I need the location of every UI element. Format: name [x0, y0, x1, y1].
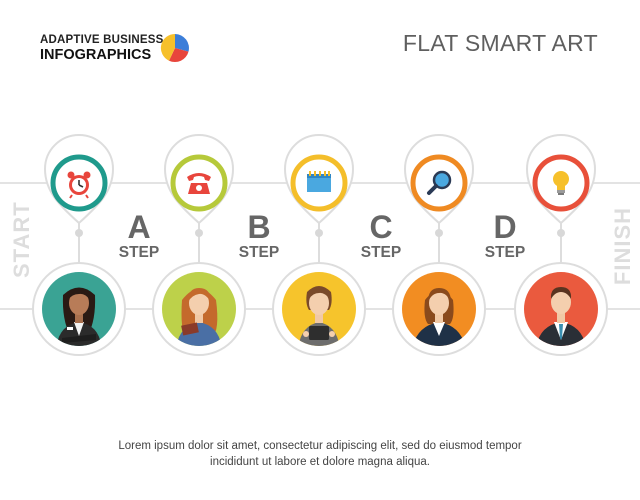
page-title: FLAT SMART ART — [402, 30, 598, 56]
finish-label: FINISH — [610, 206, 635, 286]
logo-line1: ADAPTIVE BUSINESS — [40, 34, 164, 46]
woman-with-tablet-icon — [298, 286, 340, 346]
person-circle-3 — [272, 262, 366, 356]
notepad-icon — [307, 171, 331, 192]
person-circle-2 — [152, 262, 246, 356]
start-label: START — [9, 201, 34, 278]
connectors — [78, 218, 562, 265]
step-letter: A — [127, 209, 151, 245]
step-d: D STEP — [470, 210, 540, 262]
milestone-pin-2 — [164, 134, 234, 224]
milestone-pin-3 — [284, 134, 354, 224]
milestone-pin-1 — [44, 134, 114, 224]
step-letter: B — [247, 209, 271, 245]
businesswoman-icon — [56, 287, 102, 346]
step-word: STEP — [484, 244, 526, 261]
businessman-icon — [536, 287, 586, 346]
caption-line1: Lorem ipsum dolor sit amet, consectetur … — [118, 440, 522, 452]
magnifier-icon — [427, 170, 452, 195]
milestone-pin-4 — [404, 134, 474, 224]
connector-dots — [75, 229, 565, 237]
step-word: STEP — [360, 244, 402, 261]
caption-line2: incididunt ut labore et dolore magna ali… — [210, 456, 430, 468]
step-letter: C — [369, 209, 393, 245]
step-c: C STEP — [346, 210, 416, 262]
person-circle-1 — [32, 262, 126, 356]
logo-line2: INFOGRAPHICS — [40, 47, 152, 63]
woman-with-notebook-icon — [176, 288, 222, 346]
alarm-clock-icon — [67, 171, 91, 199]
person-circle-4 — [392, 262, 486, 356]
logo: ADAPTIVE BUSINESS INFOGRAPHICS — [40, 33, 164, 64]
step-word: STEP — [118, 244, 160, 261]
light-bulb-icon — [553, 171, 569, 195]
caption-text: Lorem ipsum dolor sit amet, consectetur … — [60, 438, 580, 470]
telephone-icon — [187, 173, 211, 194]
milestone-pin-5 — [526, 134, 596, 224]
step-letter: D — [493, 209, 517, 245]
businesswoman-hands-on-hips-icon — [412, 288, 466, 346]
step-b: B STEP — [224, 210, 294, 262]
step-a: A STEP — [104, 210, 174, 262]
step-word: STEP — [238, 244, 280, 261]
person-circle-5 — [514, 262, 608, 356]
pie-chart-logo-icon — [160, 33, 189, 63]
